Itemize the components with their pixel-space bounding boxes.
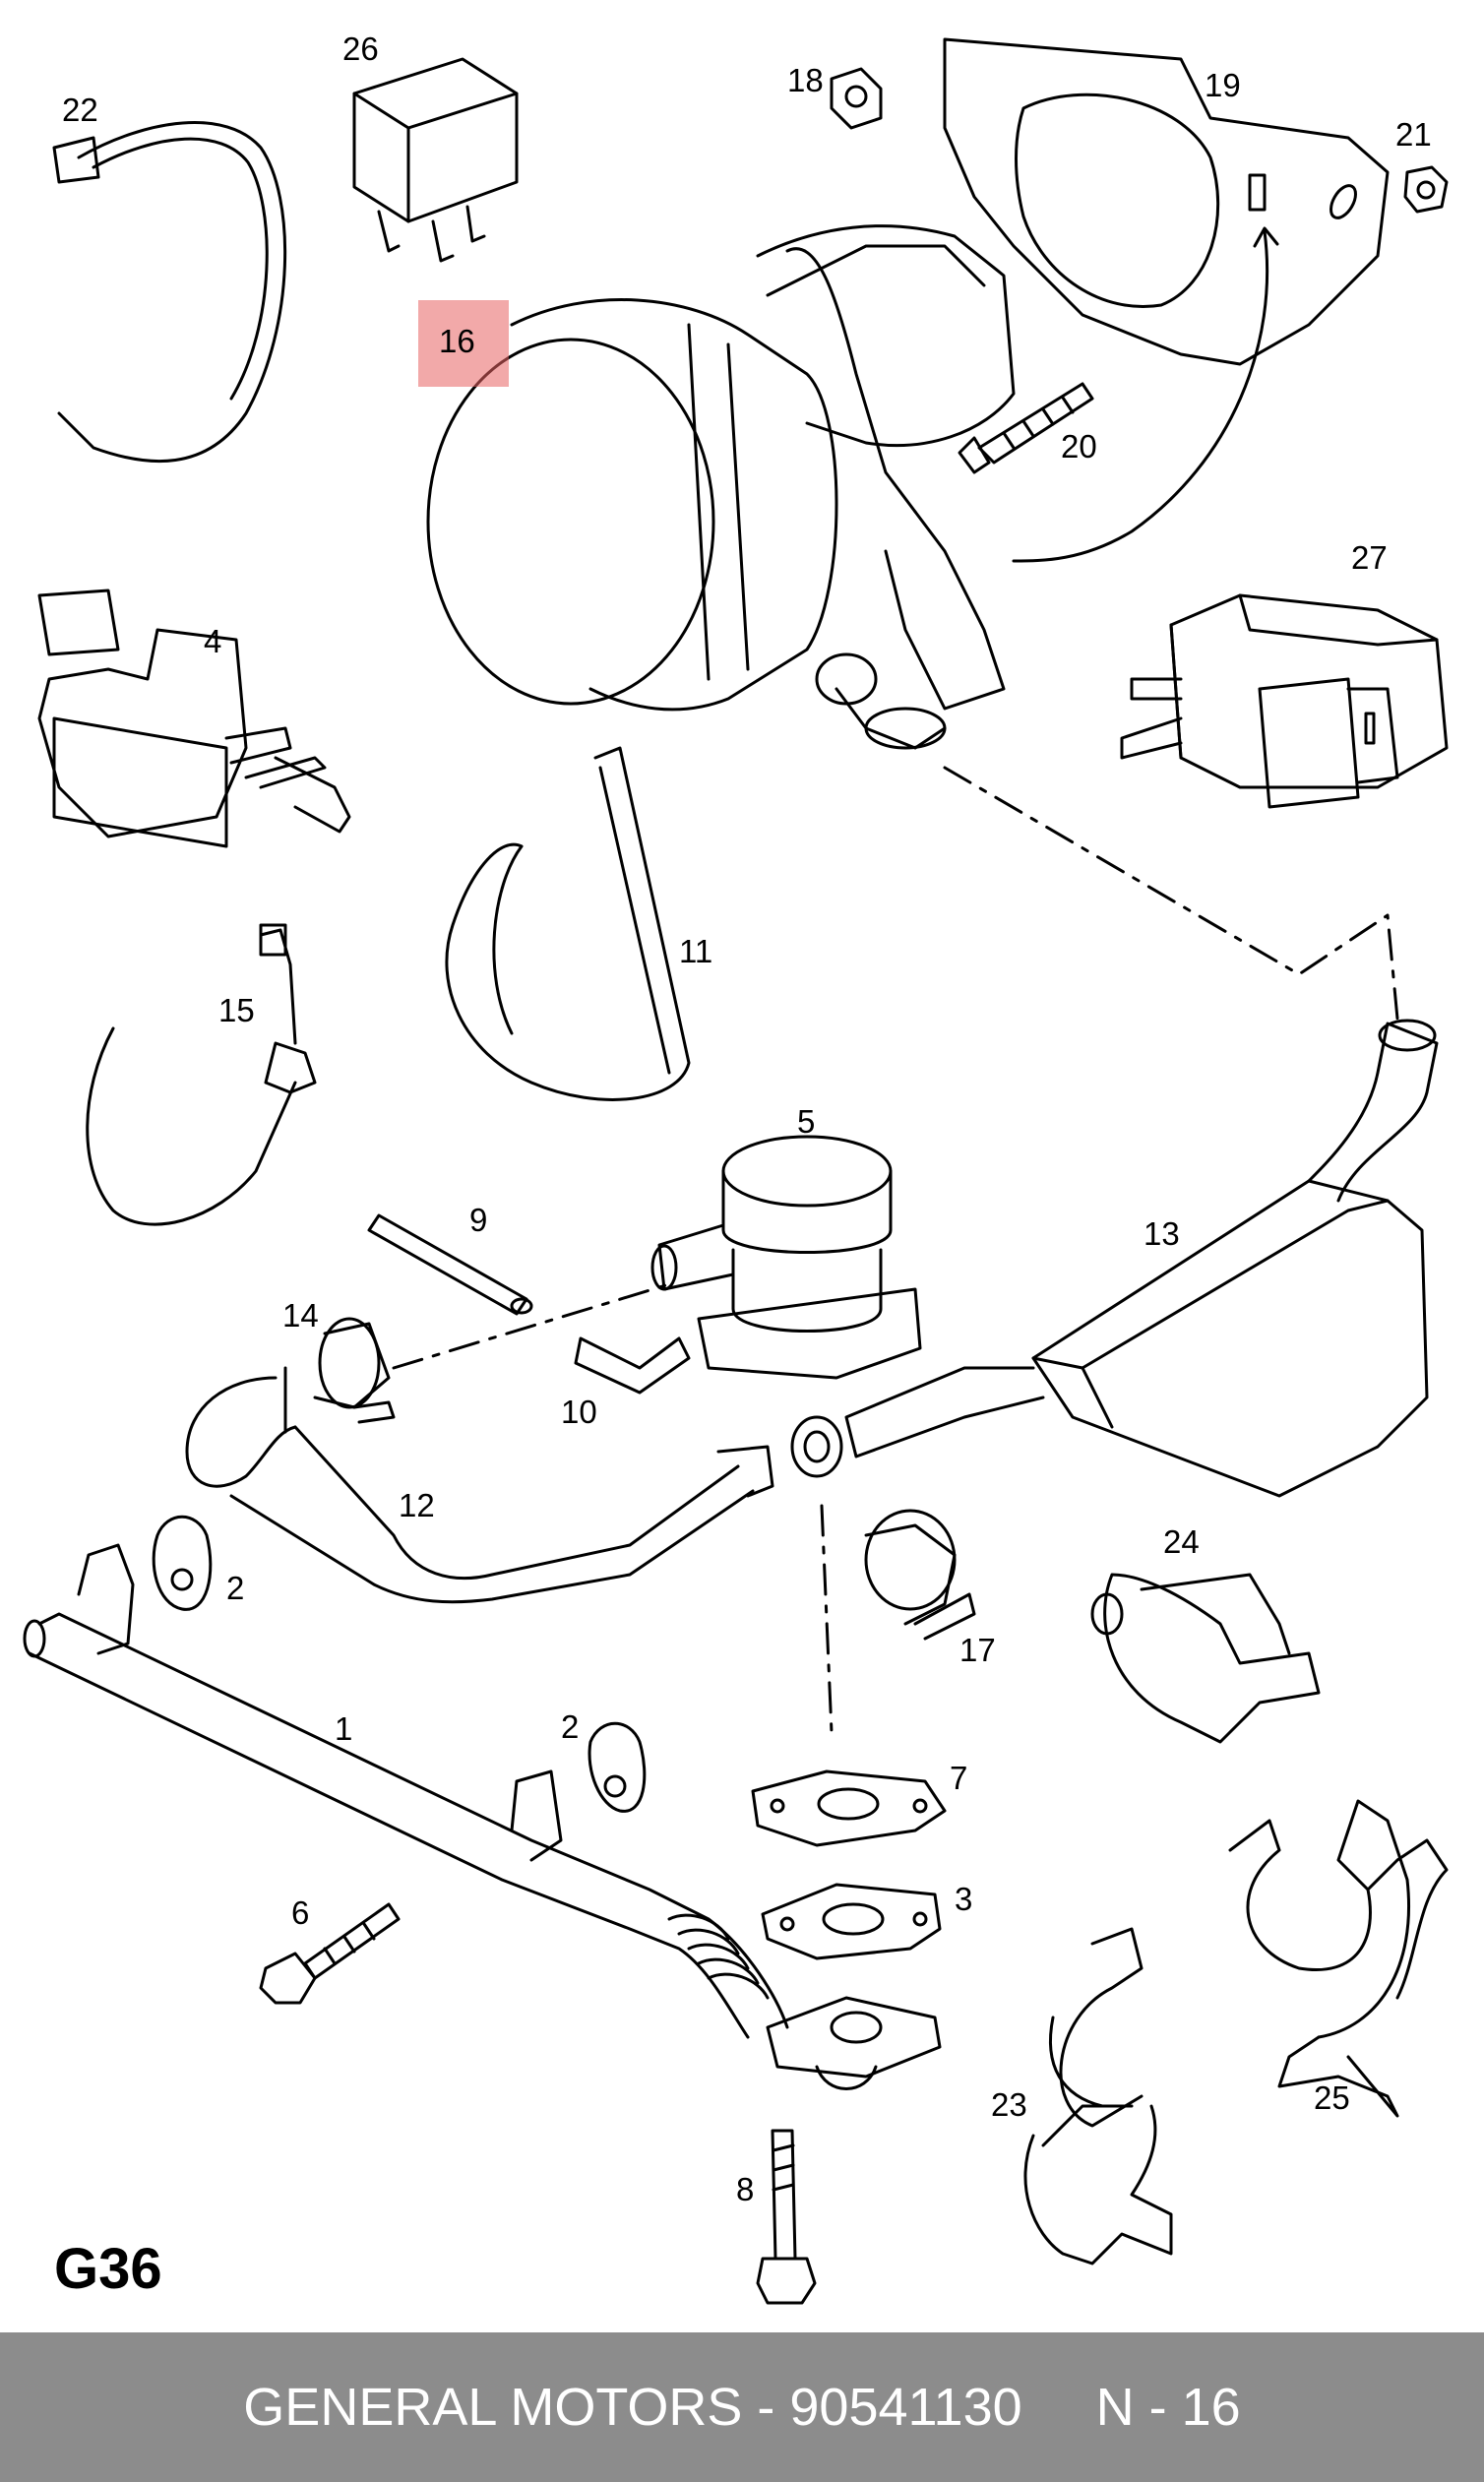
part-label-18: 18 (787, 62, 824, 98)
part-label-17: 17 (959, 1632, 996, 1668)
part-20-stud (958, 382, 1094, 474)
footer-part-number: GENERAL MOTORS - 90541130 N - 16 (243, 2378, 1241, 2437)
part-label-4: 4 (204, 623, 222, 659)
part-4-vacuum-solenoid (37, 589, 351, 848)
part-17-hose-clamp (864, 1509, 976, 1641)
part-2-gasket-upper (152, 1515, 213, 1611)
part-label-7: 7 (950, 1760, 968, 1796)
part-14-hose-clamp (313, 1317, 396, 1424)
part-16-air-pump (426, 224, 1016, 750)
highlight-box (418, 300, 509, 387)
part-3-gasket (761, 1883, 942, 1960)
part-label-5: 5 (797, 1103, 816, 1140)
part-25-clip (1228, 1799, 1449, 2118)
part-5-check-valve (650, 1135, 922, 1380)
part-6-bolt (259, 1902, 401, 2005)
part-label-3: 3 (955, 1881, 973, 1917)
part-2-gasket-lower (587, 1721, 647, 1813)
part-label-6: 6 (291, 1894, 310, 1931)
part-24-bracket-clamp (1090, 1573, 1321, 1744)
part-label-27: 27 (1351, 539, 1388, 576)
part-13-silencer (790, 1019, 1439, 1498)
part-label-2-upper: 2 (226, 1570, 245, 1606)
part-label-8: 8 (736, 2171, 755, 2207)
part-label-16: 16 (439, 323, 475, 359)
part-label-1: 1 (335, 1710, 353, 1747)
part-label-11: 11 (679, 933, 713, 969)
part-23-clamp (1023, 1927, 1173, 2265)
part-9-tube (367, 1213, 533, 1316)
part-label-24: 24 (1163, 1523, 1200, 1560)
part-label-23: 23 (991, 2086, 1027, 2123)
part-label-26: 26 (342, 31, 379, 67)
part-22-band-clamp (52, 121, 287, 464)
part-label-2-lower: 2 (561, 1708, 580, 1745)
parts-diagram: 26 22 18 19 21 16 20 27 4 11 15 5 9 13 1… (23, 31, 1449, 2305)
part-label-12: 12 (399, 1487, 435, 1523)
part-label-21: 21 (1395, 116, 1432, 153)
diagram-drawing (23, 37, 1449, 2305)
part-11-cable-tie (445, 746, 691, 1101)
part-label-25: 25 (1314, 2079, 1350, 2116)
dash-line-14 (392, 1282, 671, 1370)
part-label-15: 15 (218, 992, 255, 1028)
part-15-cable-tie (86, 923, 317, 1226)
part-26-relay (352, 57, 519, 263)
footer-bar: GENERAL MOTORS - 90541130 N - 16 (0, 2332, 1484, 2482)
dash-line-13 (943, 766, 1399, 1021)
part-label-9: 9 (469, 1202, 488, 1238)
diagram-code: G36 (54, 2237, 162, 2301)
part-19-mounting-plate (943, 37, 1390, 563)
dash-line-17 (820, 1504, 834, 1734)
part-1-pipe (23, 1543, 942, 2090)
part-27-solenoid-valve (1120, 593, 1449, 809)
part-label-20: 20 (1061, 428, 1097, 465)
part-18-nut (830, 67, 883, 130)
part-label-13: 13 (1144, 1215, 1180, 1252)
part-8-bolt (756, 2129, 817, 2305)
part-label-22: 22 (62, 92, 98, 128)
part-7-gasket (751, 1769, 947, 1847)
part-label-10: 10 (561, 1394, 597, 1430)
part-10-hose (574, 1336, 691, 1395)
part-label-19: 19 (1205, 67, 1241, 103)
part-12-hose (185, 1366, 774, 1604)
part-label-14: 14 (282, 1297, 319, 1334)
part-21-nut (1403, 165, 1449, 214)
